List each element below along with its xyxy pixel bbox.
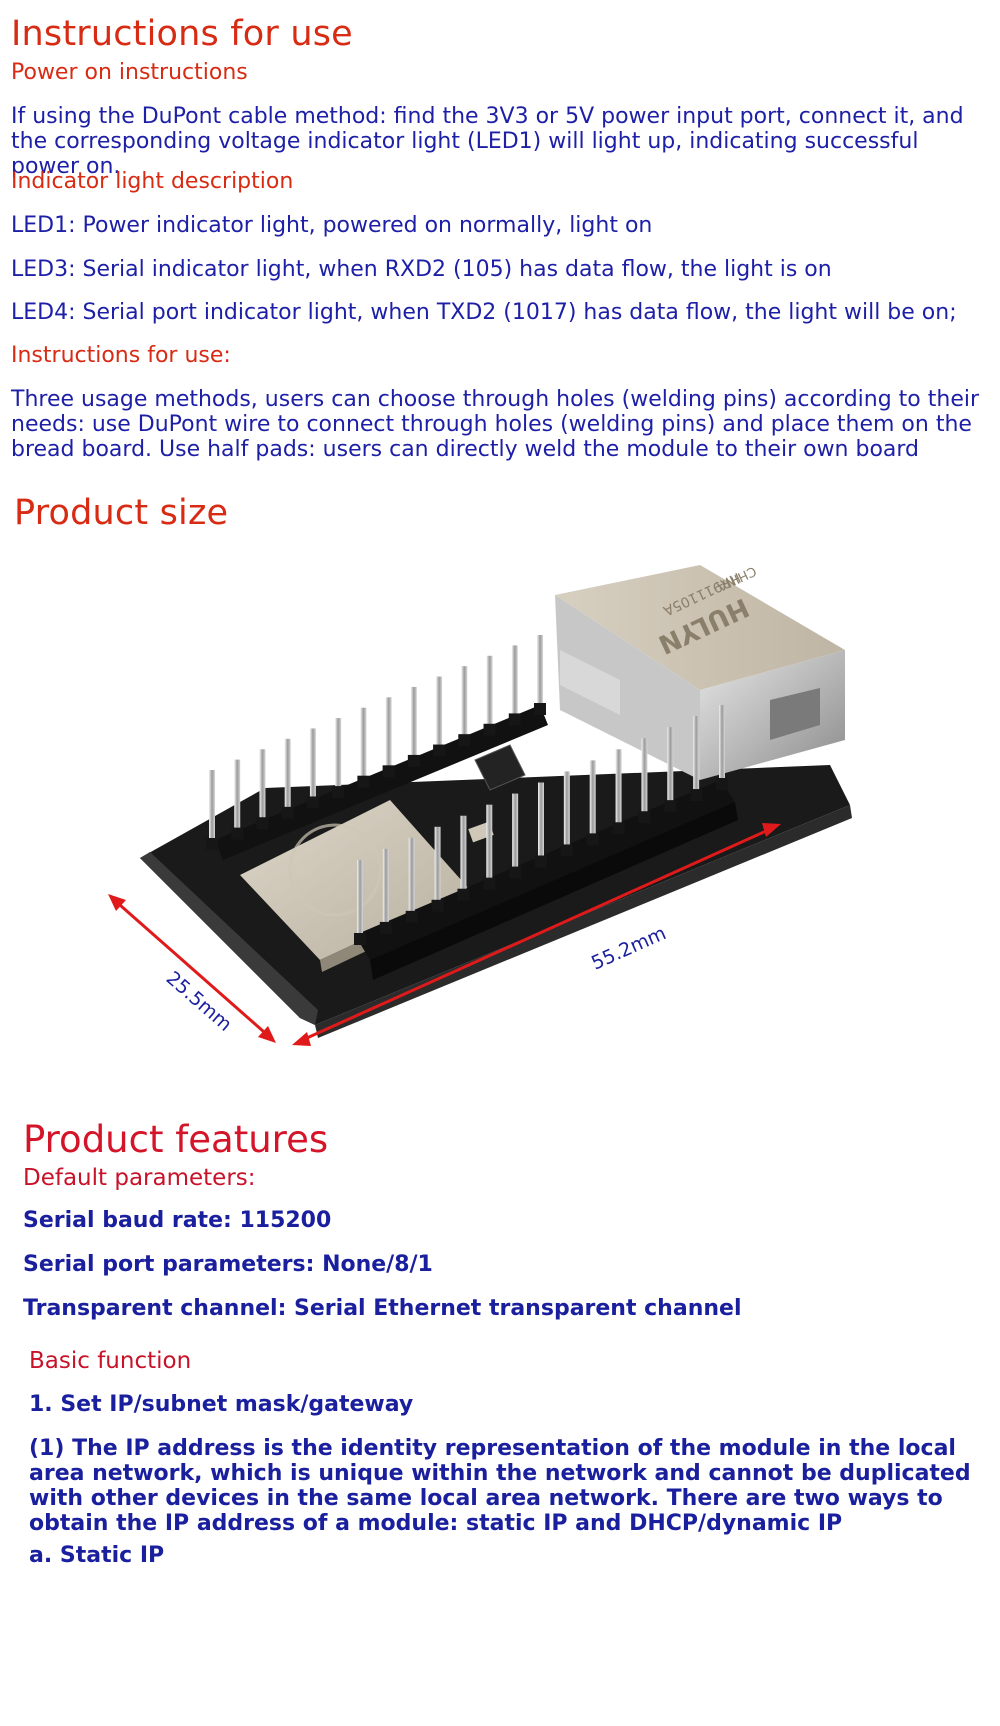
header-pin-housing [231, 827, 244, 840]
header-pin-housing [586, 833, 599, 846]
features-title: Product features [23, 1118, 329, 1161]
channel-text: Transparent channel: Serial Ethernet tra… [23, 1296, 742, 1321]
header-pin [537, 635, 543, 705]
header-pin-housing [612, 822, 625, 835]
header-pin-housing [457, 888, 470, 901]
header-pin-housing [357, 775, 370, 788]
header-pin-housing [535, 855, 547, 868]
header-pin [460, 815, 467, 891]
header-pin [408, 837, 415, 913]
usage-title: Instructions for use [11, 14, 353, 54]
use-heading: Instructions for use: [11, 343, 231, 368]
baud-rate-text: Serial baud rate: 115200 [23, 1208, 332, 1233]
header-pin [563, 771, 570, 847]
header-pin-housing [382, 765, 395, 778]
header-pin [309, 728, 316, 799]
header-pin [719, 705, 725, 780]
header-pin-housing [431, 899, 444, 912]
width-label: 25.5mm [162, 967, 236, 1036]
power-text: If using the DuPont cable method: find t… [11, 104, 964, 179]
size-title: Product size [14, 493, 229, 533]
header-pin [382, 848, 389, 924]
header-pin [486, 804, 493, 880]
header-pin [512, 793, 519, 869]
port-params-text: Serial port parameters: None/8/1 [23, 1252, 433, 1277]
header-pin-housing [306, 796, 319, 809]
indicator-heading: Indicator light description [11, 169, 294, 194]
header-pin [357, 860, 363, 935]
front-pin-header [355, 780, 738, 980]
header-pin [209, 770, 215, 840]
header-pin-housing [534, 703, 546, 715]
header-pin-housing [690, 789, 703, 802]
header-pin [693, 716, 700, 792]
led4-text: LED4: Serial port indicator light, when … [11, 300, 957, 325]
item1-paragraph: (1) The IP address is the identity repre… [29, 1436, 971, 1536]
back-pins [206, 635, 546, 850]
header-pin [436, 676, 443, 747]
header-pin [461, 666, 468, 737]
basic-function-heading: Basic function [29, 1348, 192, 1374]
header-pin-housing [716, 778, 728, 790]
header-pin-housing [433, 744, 446, 757]
header-pin [360, 707, 367, 778]
header-pin-housing [483, 723, 496, 736]
header-pin [284, 738, 291, 809]
item1-text: 1. Set IP/subnet mask/gateway [29, 1392, 414, 1417]
static-ip-text: a. Static IP [29, 1543, 165, 1568]
led1-text: LED1: Power indicator light, powered on … [11, 213, 653, 238]
header-pin-housing [405, 910, 418, 923]
header-pin [259, 749, 266, 820]
header-pin-housing [508, 713, 521, 726]
header-pin [667, 727, 674, 803]
header-pin [538, 782, 544, 858]
header-pin [615, 749, 622, 825]
header-pin [511, 645, 518, 716]
header-pin-housing [332, 786, 345, 799]
header-pin [335, 718, 342, 789]
use-text: Three usage methods, users can choose th… [11, 387, 980, 462]
header-pin-housing [281, 806, 294, 819]
front-pins [354, 705, 728, 945]
header-pin [385, 697, 392, 768]
header-pin-housing [206, 838, 218, 850]
header-pin-housing [483, 877, 496, 890]
header-pin [434, 826, 441, 902]
header-pin-housing [354, 933, 366, 945]
header-pin [589, 760, 596, 836]
header-pin [234, 759, 241, 830]
length-label: 55.2mm [588, 922, 669, 974]
header-pin-housing [560, 844, 573, 857]
header-pin-housing [256, 817, 269, 830]
header-pin [641, 738, 648, 814]
header-pin-housing [664, 800, 677, 813]
header-pin [486, 655, 493, 726]
power-heading: Power on instructions [11, 60, 248, 85]
header-pin [410, 686, 417, 757]
led3-text: LED3: Serial indicator light, when RXD2 … [11, 257, 832, 282]
header-pin-housing [458, 734, 471, 747]
header-pin-housing [407, 754, 420, 767]
header-pin-housing [379, 921, 392, 934]
rj45-connector: HULYN HR911105A CHINA [555, 563, 845, 780]
header-pin-housing [509, 866, 522, 879]
module-illustration: HULYN HR911105A CHINA 25.5mm 55.2mm [108, 563, 852, 1046]
header-pin-housing [638, 811, 651, 824]
default-params-heading: Default parameters: [23, 1165, 256, 1191]
